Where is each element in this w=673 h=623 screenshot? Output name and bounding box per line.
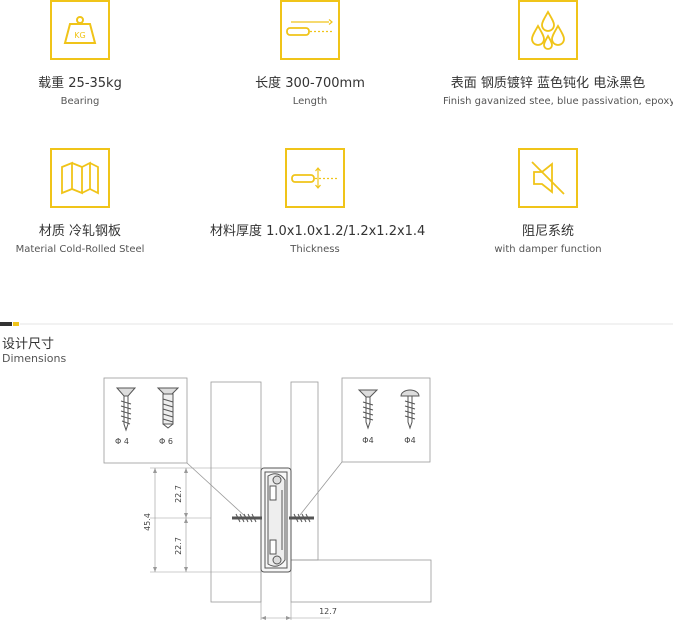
- dimension-lower-height: 22.7: [174, 537, 183, 555]
- weight-icon-box: KG: [50, 0, 110, 60]
- section-divider: [0, 322, 673, 326]
- length-icon-box: [280, 0, 340, 60]
- screw-size-label: Φ4: [404, 436, 415, 445]
- steel-sheet-icon-box: [50, 148, 110, 208]
- steel-sheet-icon: [61, 161, 99, 195]
- thickness-icon-box: [285, 148, 345, 208]
- feature-subtitle: Length: [292, 96, 328, 107]
- pan-head-screw-icon: [400, 389, 420, 430]
- feature-thickness: 材料厚度 1.0x1.0x1.2/1.2x1.2x1.4 Thickness: [210, 148, 426, 255]
- feature-subtitle: Thickness: [290, 244, 340, 255]
- feature-subtitle: with damper function: [494, 244, 602, 255]
- feature-finish: 表面 钢质镀锌 蓝色钝化 电泳黑色 Finish gavanized stee,…: [443, 0, 673, 107]
- screw-box-left: [103, 377, 188, 464]
- countersunk-screw-icon: [357, 389, 379, 430]
- dimension-width: 12.7: [319, 607, 337, 616]
- feature-title: 长度 300-700mm: [255, 76, 365, 91]
- feature-subtitle: Material Cold-Rolled Steel: [15, 244, 145, 255]
- countersunk-screw-icon: [115, 387, 137, 432]
- flat-head-screw-icon: [156, 387, 180, 429]
- right-panel: [290, 381, 319, 561]
- feature-title: 载重 25-35kg: [38, 76, 122, 91]
- drawer-bottom-panel: [290, 559, 432, 603]
- weight-icon: KG: [63, 16, 97, 44]
- screw-size-label: Φ 4: [115, 437, 129, 446]
- section-title: 设计尺寸: [2, 337, 55, 352]
- weight-icon-label: KG: [74, 31, 85, 40]
- dimension-drawing: Φ 4 Φ 6 Φ4 Φ4: [103, 377, 432, 620]
- feature-title: 材料厚度 1.0x1.0x1.2/1.2x1.2x1.4: [210, 224, 426, 239]
- feature-title: 阻尼系统: [521, 224, 574, 239]
- section-subtitle: Dimensions: [2, 352, 67, 365]
- feature-damper: 阻尼系统 with damper function: [443, 148, 653, 255]
- screw-size-label: Φ4: [362, 436, 373, 445]
- feature-subtitle: Finish gavanized stee, blue passivation,…: [443, 96, 673, 107]
- feature-subtitle: Bearing: [60, 96, 100, 107]
- feature-bearing: KG 载重 25-35kg Bearing: [0, 0, 185, 107]
- mute-speaker-icon-box: [518, 148, 578, 208]
- feature-length: 长度 300-700mm Length: [205, 0, 415, 107]
- mounting-screw-right: [289, 513, 314, 523]
- mute-speaker-icon: [531, 161, 565, 195]
- thickness-icon: [291, 167, 337, 189]
- feature-material: 材质 冷轧钢板 Material Cold-Rolled Steel: [0, 148, 185, 255]
- dimension-total-height: 45.4: [143, 513, 152, 531]
- slide-rail-section: [260, 467, 292, 573]
- screw-box-right: [341, 377, 431, 463]
- mounting-screw-left: [232, 513, 262, 523]
- dimension-upper-height: 22.7: [174, 485, 183, 503]
- screw-size-label: Φ 6: [159, 437, 173, 446]
- feature-title: 表面 钢质镀锌 蓝色钝化 电泳黑色: [450, 76, 646, 91]
- feature-title: 材质 冷轧钢板: [38, 224, 122, 239]
- water-drops-icon-box: [518, 0, 578, 60]
- length-icon: [286, 19, 333, 36]
- water-drops-icon: [531, 10, 565, 50]
